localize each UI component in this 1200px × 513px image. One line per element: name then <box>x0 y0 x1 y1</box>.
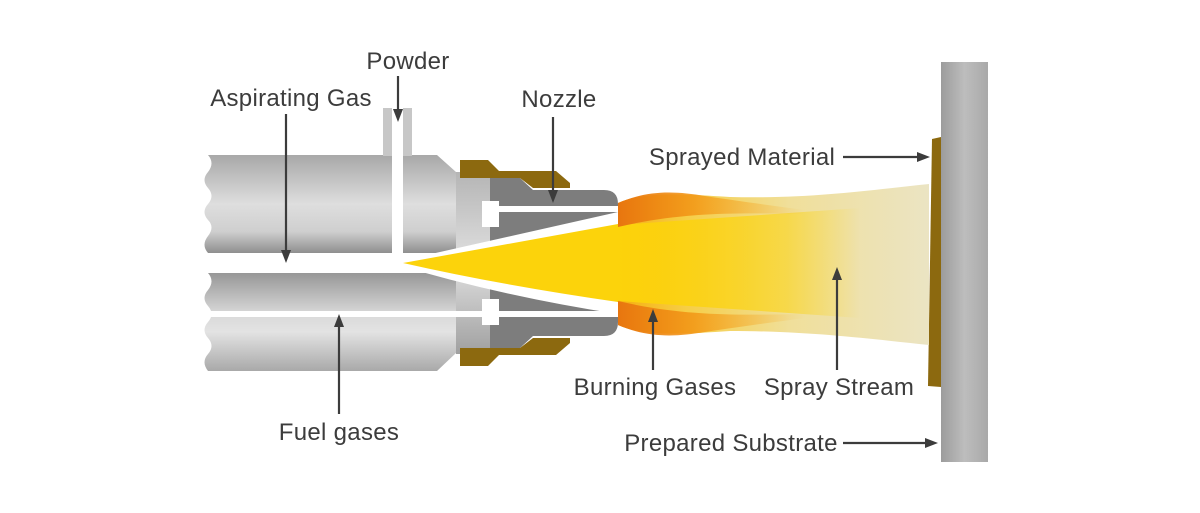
powder-arrow <box>393 76 403 122</box>
nozzle-nut-top-shape <box>460 160 570 188</box>
burning-gases-label: Burning Gases <box>573 374 737 401</box>
flame-glow-shape <box>618 208 860 318</box>
burning-gases-arrow <box>648 309 658 370</box>
spray-stream-arrow <box>832 267 842 370</box>
gas-channel-top <box>499 206 618 212</box>
prepared-substrate-arrow <box>843 438 938 448</box>
prepared-substrate-shape <box>941 62 988 462</box>
fuel-gas-channel <box>208 311 618 317</box>
aspirating-gas-arrow <box>281 114 291 263</box>
prepared-substrate-label: Prepared Substrate <box>624 430 838 457</box>
powder-channel <box>392 108 403 254</box>
sprayed-material-label: Sprayed Material <box>648 144 836 171</box>
nozzle-slot-top <box>482 201 499 227</box>
fuel-gases-label: Fuel gases <box>278 419 400 446</box>
spray-stream-label: Spray Stream <box>763 374 915 401</box>
flame-cone-shape <box>403 224 618 302</box>
nozzle-nut-bottom-shape <box>460 338 570 366</box>
burning-gases-bottom-shape <box>618 301 805 336</box>
nozzle-label: Nozzle <box>521 86 597 113</box>
aspirating-gas-label: Aspirating Gas <box>210 85 372 112</box>
burning-gases-top-shape <box>618 192 805 227</box>
fuel-gases-arrow <box>334 314 344 414</box>
nozzle-arrow <box>548 117 558 203</box>
powder-tube-right-wall <box>403 108 412 156</box>
lower-gas-tube-shape <box>204 273 456 371</box>
sprayed-material-arrow <box>843 152 930 162</box>
powder-tube-left-wall <box>383 108 392 156</box>
powder-label: Powder <box>366 48 450 75</box>
sprayed-material-coating-shape <box>928 137 941 387</box>
upper-gas-tube-shape <box>204 155 456 253</box>
